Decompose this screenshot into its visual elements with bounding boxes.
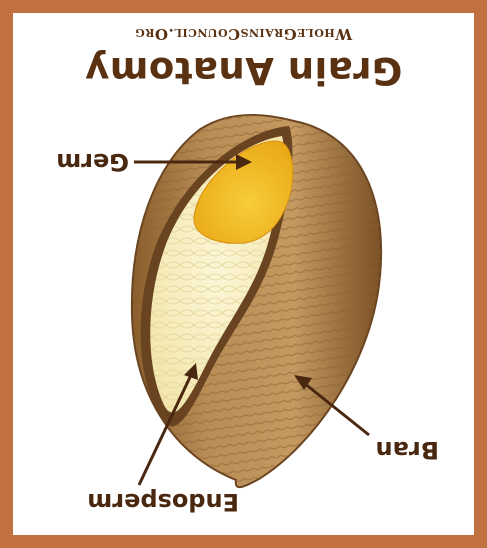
bran-label: Bran [376,436,439,464]
poster-title: Grain Anatomy [13,49,474,92]
flipped-content: Germ Bran Endosperm Grain Anatomy WholeG… [13,13,474,535]
germ-label: Germ [56,148,129,176]
website-text: WholeGrainsCouncil.Org [13,25,474,43]
endosperm-label: Endosperm [87,488,239,516]
